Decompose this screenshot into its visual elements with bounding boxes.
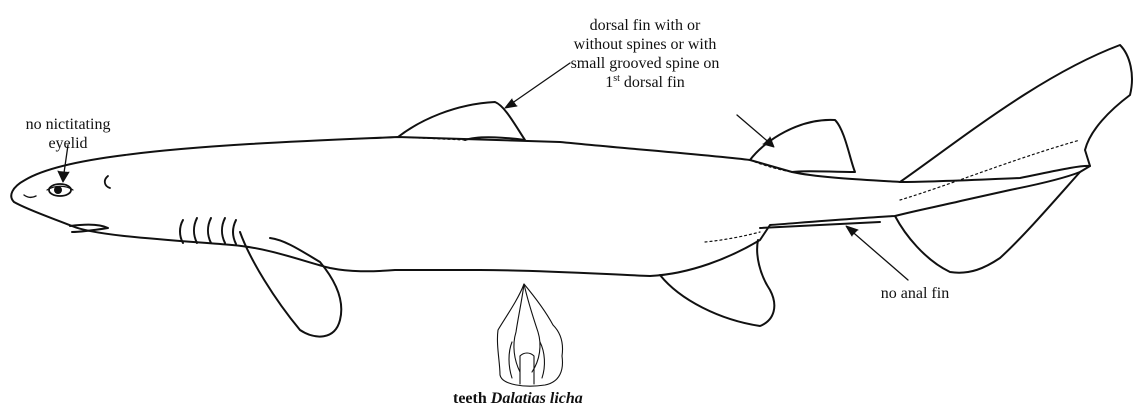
caption-species: Dalatias licha bbox=[491, 390, 583, 407]
spiracle bbox=[105, 176, 110, 188]
label-dorsal-line-1: dorsal fin with or bbox=[545, 16, 745, 35]
label-anal-text: no anal fin bbox=[855, 284, 975, 303]
label-dorsal-line-3: small grooved spine on bbox=[545, 54, 745, 73]
gill-slits bbox=[180, 218, 236, 244]
label-no-anal-fin: no anal fin bbox=[855, 284, 975, 303]
eye bbox=[47, 184, 73, 196]
caudal-fin-upper-lobe bbox=[900, 45, 1132, 182]
arrow-anal bbox=[848, 228, 908, 280]
shark-body-outline bbox=[11, 137, 1090, 276]
label-eyelid-line-2: eyelid bbox=[18, 134, 118, 153]
label-eyelid-line-1: no nictitating bbox=[18, 115, 118, 134]
caudal-fin-lower-lobe bbox=[895, 172, 1080, 273]
label-dorsal-line-4: 1st dorsal fin bbox=[545, 73, 745, 92]
pelvic-fin-base bbox=[705, 232, 760, 242]
label-dorsal-ordinal-suffix: st bbox=[613, 73, 620, 84]
label-dorsal-fin: dorsal fin with or without spines or wit… bbox=[545, 16, 745, 92]
caudal-fin-internal-line bbox=[900, 140, 1080, 200]
tooth-illustration bbox=[497, 284, 562, 386]
caption-prefix: teeth bbox=[453, 390, 491, 407]
pelvic-fin bbox=[660, 240, 774, 326]
label-dorsal-line-2: without spines or with bbox=[545, 35, 745, 54]
caption-teeth: teeth Dalatias licha bbox=[453, 390, 583, 408]
nostril bbox=[24, 195, 36, 197]
annotation-arrows bbox=[58, 63, 908, 280]
label-no-nictitating-eyelid: no nictitating eyelid bbox=[18, 115, 118, 153]
label-dorsal-line-4-rest: dorsal fin bbox=[620, 74, 685, 91]
